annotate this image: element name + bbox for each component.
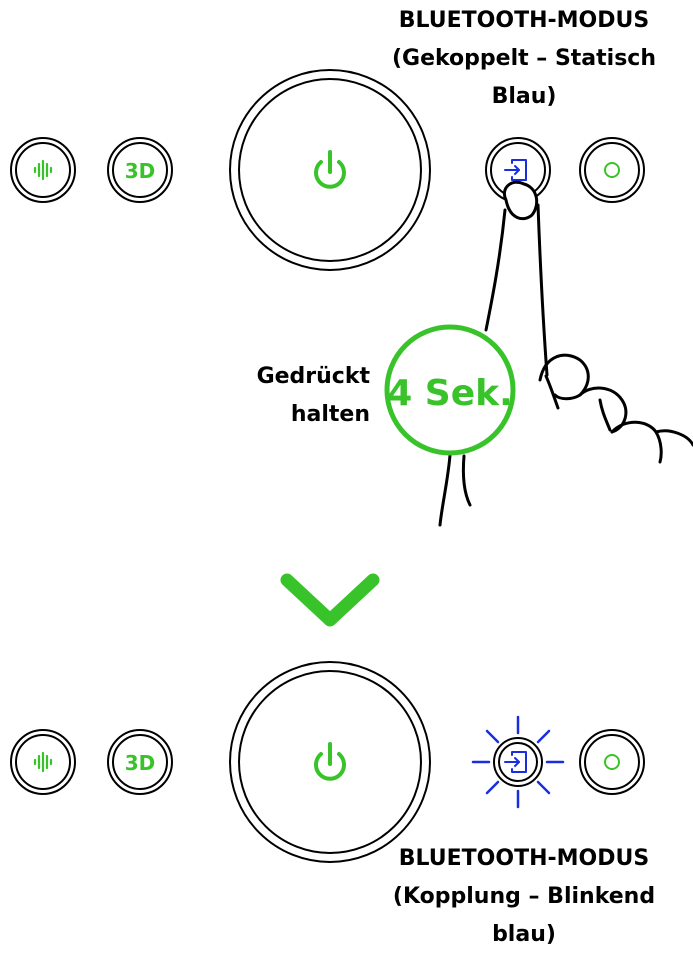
chevron-down-icon: [280, 573, 380, 627]
power-button[interactable]: [229, 69, 431, 271]
audio-wave-icon: [33, 751, 53, 773]
hand-pointer-icon: [438, 180, 693, 527]
bottom-mode-line3: blau): [492, 922, 556, 947]
audio-wave-icon: [33, 159, 53, 181]
hold-instruction: Gedrückt halten: [240, 358, 370, 434]
top-mode-line2: (Gekoppelt – Statisch: [391, 46, 657, 71]
input-source-icon: [504, 751, 527, 773]
bottom-mode-label: BLUETOOTH-MODUS (Kopplung – Blinkend bla…: [385, 840, 663, 954]
input-source-button-blinking[interactable]: [471, 715, 565, 809]
3d-button[interactable]: 3D: [107, 137, 173, 203]
blink-rays: [471, 715, 565, 809]
power-button[interactable]: [229, 661, 431, 863]
circle-mode-button[interactable]: [579, 729, 645, 795]
3d-button[interactable]: 3D: [107, 729, 173, 795]
circle-mode-icon: [604, 754, 620, 770]
hold-line1: Gedrückt: [256, 364, 370, 389]
hold-duration-text: 4 Sek.: [387, 373, 513, 414]
input-source-icon: [504, 159, 527, 181]
bottom-mode-line2: (Kopplung – Blinkend: [392, 884, 656, 909]
power-icon: [314, 150, 346, 189]
power-icon: [314, 742, 346, 781]
top-mode-label: BLUETOOTH-MODUS (Gekoppelt – Statisch Bl…: [385, 2, 663, 116]
circle-mode-icon: [604, 162, 620, 178]
3d-icon: 3D: [125, 751, 156, 775]
top-mode-line3: Blau): [491, 84, 557, 109]
audio-mode-button[interactable]: [10, 729, 76, 795]
hold-duration-badge: 4 Sek.: [384, 324, 516, 456]
bottom-mode-line1: BLUETOOTH-MODUS: [398, 846, 650, 871]
circle-mode-button[interactable]: [579, 137, 645, 203]
top-panel: 3D: [10, 69, 645, 271]
top-mode-line1: BLUETOOTH-MODUS: [398, 8, 650, 33]
3d-icon: 3D: [125, 159, 156, 183]
hold-line2: halten: [290, 402, 370, 427]
audio-mode-button[interactable]: [10, 137, 76, 203]
bottom-panel: 3D: [10, 661, 645, 863]
